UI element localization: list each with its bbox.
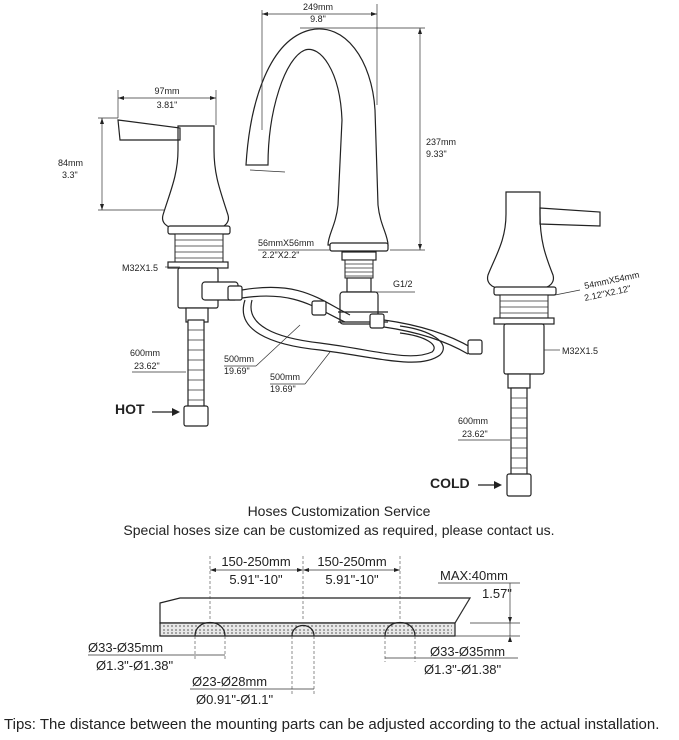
hole-right-dimension: Ø33-Ø35mm Ø1.3"-Ø1.38"	[384, 636, 518, 677]
hose-b-mm: 500mm	[270, 372, 300, 382]
hose-b-in: 19.69"	[270, 384, 296, 394]
hole-center-dimension: Ø23-Ø28mm Ø0.91"-Ø1.1"	[190, 636, 315, 707]
handle-height-mm: 84mm	[58, 158, 83, 168]
hose-right-in: 23.62"	[462, 429, 488, 439]
left-thread-label: M32X1.5	[122, 263, 158, 273]
hose-loop	[227, 285, 483, 363]
spout-base-in: 2.2"X2.2"	[262, 250, 299, 260]
spout-height-in: 9.33"	[426, 149, 447, 159]
hole-left-dimension: Ø33-Ø35mm Ø1.3"-Ø1.38"	[88, 636, 226, 673]
right-supply-hose	[506, 387, 532, 497]
tips-text: Tips: The distance between the mounting …	[4, 716, 659, 733]
handle-width-dimension: 97mm 3.81"	[117, 86, 217, 125]
hole-right-mm: Ø33-Ø35mm	[430, 644, 505, 659]
cold-label: COLD	[430, 475, 470, 491]
handle-width-mm: 97mm	[154, 86, 179, 96]
spacing-left-in: 5.91"-10"	[229, 572, 283, 587]
spout-thread-label: G1/2	[393, 279, 413, 289]
left-supply-hose	[183, 319, 209, 427]
handle-width-in: 3.81"	[157, 100, 178, 110]
hose-left-mm: 600mm	[130, 348, 160, 358]
service-title: Hoses Customization Service	[248, 503, 431, 519]
max-thickness-in: 1.57"	[482, 586, 512, 601]
spout-width-dimension: 249mm 9.8"	[261, 2, 378, 130]
hole-center-in: Ø0.91"-Ø1.1"	[196, 692, 274, 707]
handle-height-in: 3.3"	[62, 170, 78, 180]
right-thread-label: M32X1.5	[562, 346, 598, 356]
max-thickness-dimension: MAX:40mm 1.57"	[438, 568, 520, 642]
spout-height-dimension: 237mm 9.33"	[300, 27, 456, 251]
hole-left-mm: Ø33-Ø35mm	[88, 640, 163, 655]
hole-center-mm: Ø23-Ø28mm	[192, 674, 267, 689]
spout	[245, 28, 389, 325]
service-subtitle: Special hoses size can be customized as …	[123, 522, 554, 538]
deck-spacing-dimension: 150-250mm 5.91"-10" 150-250mm 5.91"-10"	[209, 554, 401, 620]
hot-label: HOT	[115, 401, 145, 417]
hose-a-in: 19.69"	[224, 366, 250, 376]
hole-left-in: Ø1.3"-Ø1.38"	[96, 658, 174, 673]
max-thickness-mm: MAX:40mm	[440, 568, 508, 583]
spout-height-mm: 237mm	[426, 137, 456, 147]
spout-width-in: 9.8"	[310, 14, 326, 24]
hole-right-in: Ø1.3"-Ø1.38"	[424, 662, 502, 677]
deck-plate	[159, 597, 472, 637]
hose-left-in: 23.62"	[134, 361, 160, 371]
spout-base-mm: 56mmX56mm	[258, 238, 314, 248]
spacing-left-mm: 150-250mm	[221, 554, 290, 569]
handle-height-dimension: 84mm 3.3"	[58, 117, 165, 211]
hose-right-mm: 600mm	[458, 416, 488, 426]
spout-width-mm: 249mm	[303, 2, 333, 12]
spacing-right-mm: 150-250mm	[317, 554, 386, 569]
spacing-right-in: 5.91"-10"	[325, 572, 379, 587]
right-handle	[486, 191, 601, 389]
hose-a-mm: 500mm	[224, 354, 254, 364]
left-handle	[117, 119, 239, 323]
